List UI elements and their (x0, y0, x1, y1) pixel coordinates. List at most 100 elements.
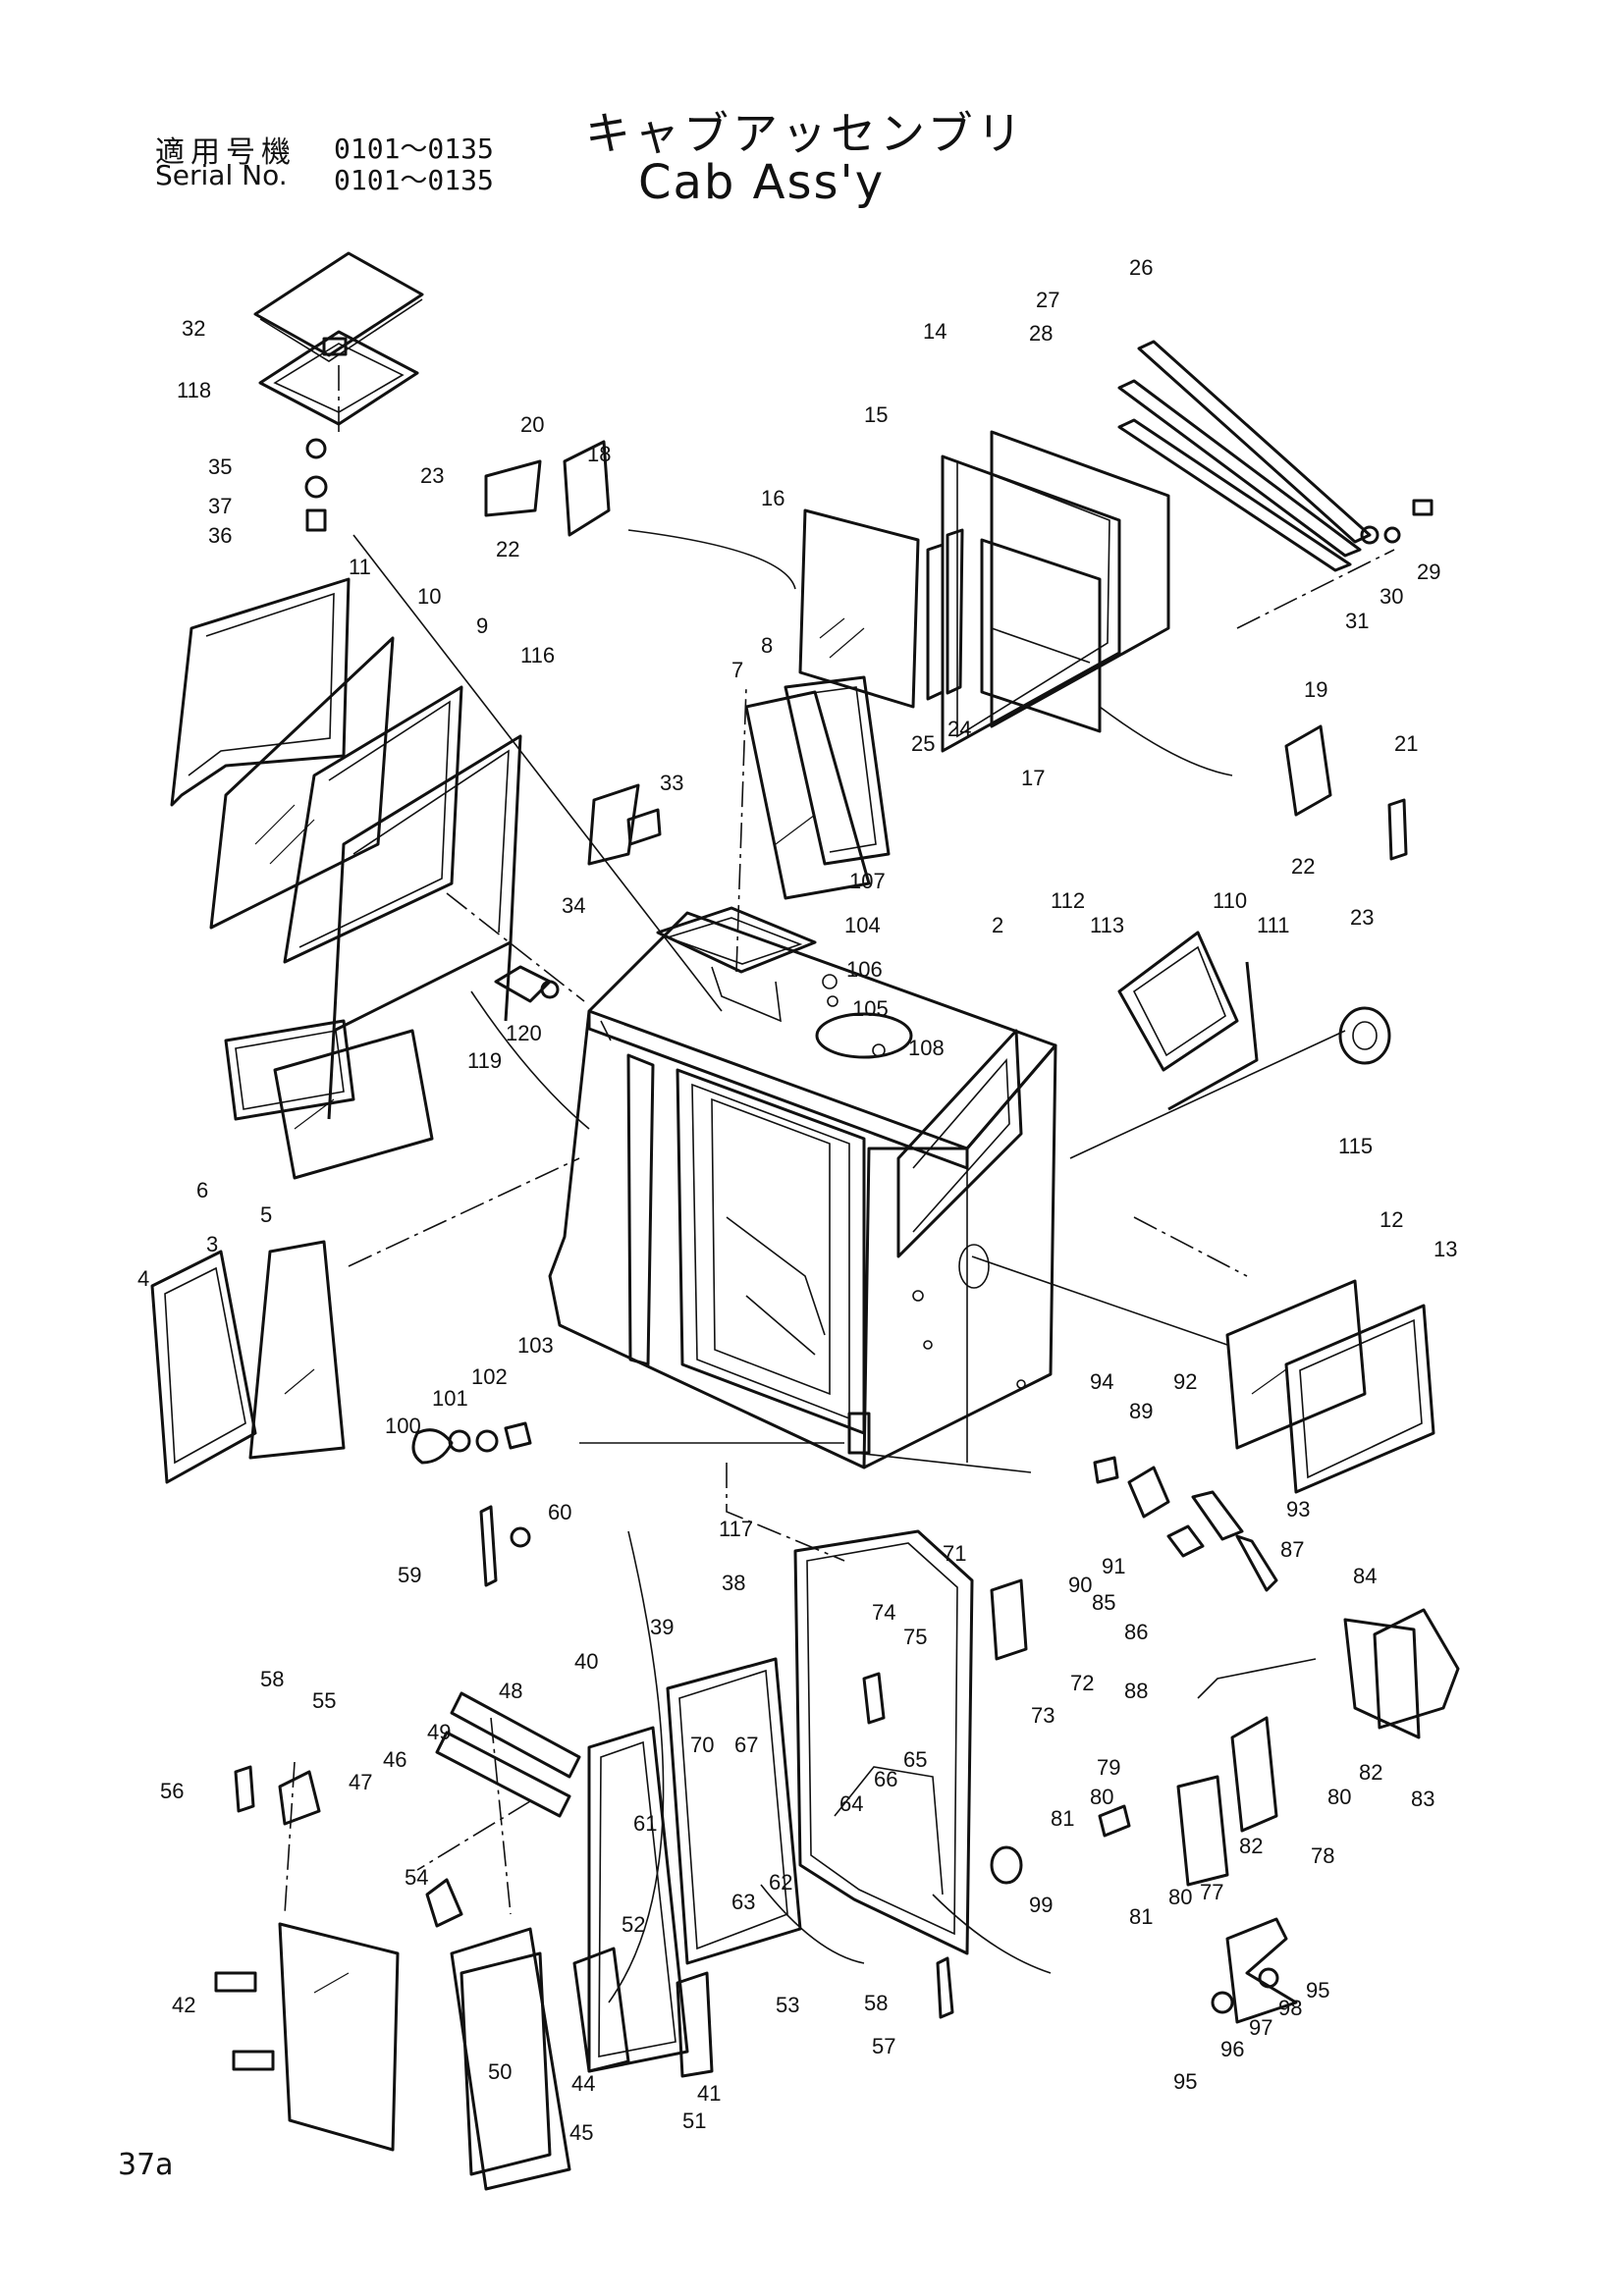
callout-105: 105 (852, 996, 889, 1021)
callout-88: 88 (1124, 1679, 1148, 1703)
callout-81b: 81 (1129, 1904, 1153, 1929)
callout-34: 34 (562, 893, 585, 918)
centerlines (284, 363, 1395, 2003)
callout-95b: 95 (1173, 2069, 1197, 2094)
callout-111: 111 (1257, 913, 1289, 937)
callout-41: 41 (697, 2081, 721, 2106)
callout-62: 62 (769, 1870, 792, 1895)
door-assembly (572, 1529, 974, 2078)
serial-label-jp: 適用号機 (155, 135, 297, 170)
rear-windows (1225, 1279, 1435, 1494)
left-door-glass-group (170, 577, 522, 1120)
callout-46: 46 (383, 1747, 406, 1772)
callout-37: 37 (208, 494, 232, 518)
page-number: 37a (118, 2148, 174, 2182)
callout-58b: 58 (864, 1991, 888, 2015)
callout-57: 57 (872, 2034, 895, 2058)
callout-22b: 22 (1291, 854, 1315, 879)
callout-56: 56 (160, 1779, 184, 1803)
title-en: Cab Ass'y (638, 155, 886, 210)
callout-49: 49 (427, 1720, 451, 1744)
serial-range-jp: 0101～0135 (334, 133, 494, 165)
callout-32: 32 (182, 316, 205, 341)
callout-107: 107 (849, 869, 886, 893)
callout-23a: 23 (420, 463, 444, 488)
callout-12: 12 (1380, 1207, 1403, 1232)
callout-113: 113 (1090, 913, 1124, 937)
callout-51: 51 (682, 2109, 706, 2133)
callout-74: 74 (872, 1600, 895, 1625)
callout-72: 72 (1070, 1671, 1094, 1695)
callout-117: 117 (719, 1517, 753, 1541)
callout-10: 10 (417, 584, 441, 609)
callout-35: 35 (208, 454, 232, 479)
callout-66: 66 (874, 1767, 897, 1791)
callout-73: 73 (1031, 1703, 1055, 1728)
hardware-parts (234, 965, 1460, 2024)
callout-26: 26 (1129, 255, 1153, 280)
callout-29: 29 (1417, 560, 1440, 584)
callout-101: 101 (432, 1386, 468, 1411)
callout-40: 40 (574, 1649, 598, 1674)
callout-80c: 80 (1168, 1885, 1192, 1909)
callout-70: 70 (690, 1733, 714, 1757)
callout-116: 116 (520, 643, 555, 667)
callout-81a: 81 (1051, 1806, 1074, 1831)
callout-31: 31 (1345, 609, 1369, 633)
door-panels (214, 1922, 571, 2191)
callout-54: 54 (405, 1865, 428, 1890)
callout-87: 87 (1280, 1537, 1304, 1562)
callout-77: 77 (1200, 1880, 1223, 1904)
serial-label-en: Serial No. (155, 159, 288, 191)
callout-79: 79 (1097, 1755, 1120, 1780)
callout-9: 9 (476, 614, 488, 638)
callout-55: 55 (312, 1688, 336, 1713)
callout-60: 60 (548, 1500, 571, 1524)
callout-4: 4 (137, 1266, 149, 1291)
callout-82a: 82 (1239, 1834, 1263, 1858)
callout-50: 50 (488, 2059, 512, 2084)
callout-47: 47 (349, 1770, 372, 1794)
callout-25: 25 (911, 731, 935, 756)
cab-body (548, 906, 1057, 1469)
callout-21: 21 (1394, 731, 1418, 756)
callout-labels: 2345678910111213141516171819202122222323… (137, 255, 1457, 2145)
callout-102: 102 (471, 1364, 508, 1389)
callout-61: 61 (633, 1811, 657, 1836)
callout-16: 16 (761, 486, 784, 510)
side-small-windows (150, 675, 891, 1484)
callout-5: 5 (260, 1202, 272, 1227)
callout-42: 42 (172, 1993, 195, 2017)
callout-24: 24 (947, 717, 971, 741)
callout-83: 83 (1411, 1787, 1434, 1811)
callout-82b: 82 (1359, 1760, 1382, 1785)
roof-hatch (253, 251, 424, 532)
callout-103: 103 (517, 1333, 554, 1358)
callout-78: 78 (1311, 1843, 1334, 1868)
callout-20: 20 (520, 412, 544, 437)
callout-44: 44 (571, 2071, 595, 2096)
callout-8: 8 (761, 633, 773, 658)
callout-115: 115 (1338, 1134, 1373, 1158)
callout-48: 48 (499, 1679, 522, 1703)
callout-63: 63 (731, 1890, 755, 1914)
callout-80a: 80 (1090, 1785, 1113, 1809)
serial-range-en: 0101～0135 (334, 164, 494, 196)
callout-19: 19 (1304, 677, 1327, 702)
callout-27: 27 (1036, 288, 1059, 312)
callout-58a: 58 (260, 1667, 284, 1691)
callout-2: 2 (992, 913, 1003, 937)
callout-7: 7 (731, 658, 743, 682)
hinges (484, 440, 1408, 866)
callout-38: 38 (722, 1571, 745, 1595)
callout-92: 92 (1173, 1369, 1197, 1394)
callout-39: 39 (650, 1615, 674, 1639)
callout-96: 96 (1220, 2037, 1244, 2061)
callout-106: 106 (846, 957, 883, 982)
callout-18: 18 (587, 442, 611, 466)
callout-94: 94 (1090, 1369, 1113, 1394)
callout-89: 89 (1129, 1399, 1153, 1423)
callout-95a: 95 (1306, 1978, 1329, 2002)
